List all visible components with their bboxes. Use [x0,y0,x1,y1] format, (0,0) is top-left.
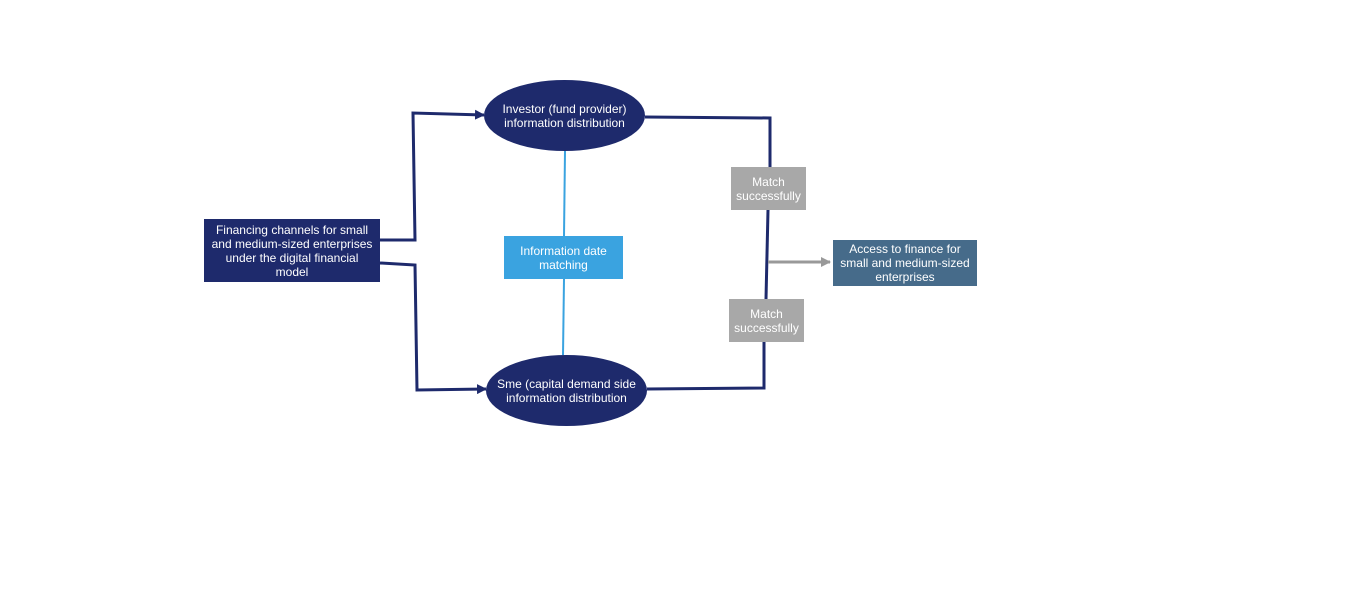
node-match-successfully-top-label: Match successfully [736,174,801,203]
node-financing-channels-label: Financing channels for small and medium-… [211,222,373,279]
node-access-to-finance-label: Access to finance for small and medium-s… [840,242,970,284]
node-access-to-finance: Access to finance for small and medium-s… [833,240,977,286]
connector-source-to-investor [380,109,485,242]
node-investor-distribution-label: Investor (fund provider) information dis… [502,101,627,130]
node-sme-distribution: Sme (capital demand side information dis… [486,355,647,426]
connector-matching-to-sme [562,278,565,356]
node-sme-distribution-label: Sme (capital demand side information dis… [497,376,636,405]
connector-investor-to-matching [563,150,566,237]
node-information-matching-label: Information date matching [520,243,607,272]
node-investor-distribution: Investor (fund provider) information dis… [484,80,645,151]
node-match-successfully-bottom-label: Match successfully [734,306,799,335]
connector-source-to-sme [379,261,487,395]
connector-match-top-to-merge [764,209,770,300]
node-match-successfully-top: Match successfully [731,167,806,210]
node-match-successfully-bottom: Match successfully [729,299,804,342]
connector-sme-to-merge [646,342,766,391]
node-information-matching: Information date matching [504,236,623,279]
node-financing-channels: Financing channels for small and medium-… [204,219,380,282]
connector-investor-to-merge [644,115,772,167]
